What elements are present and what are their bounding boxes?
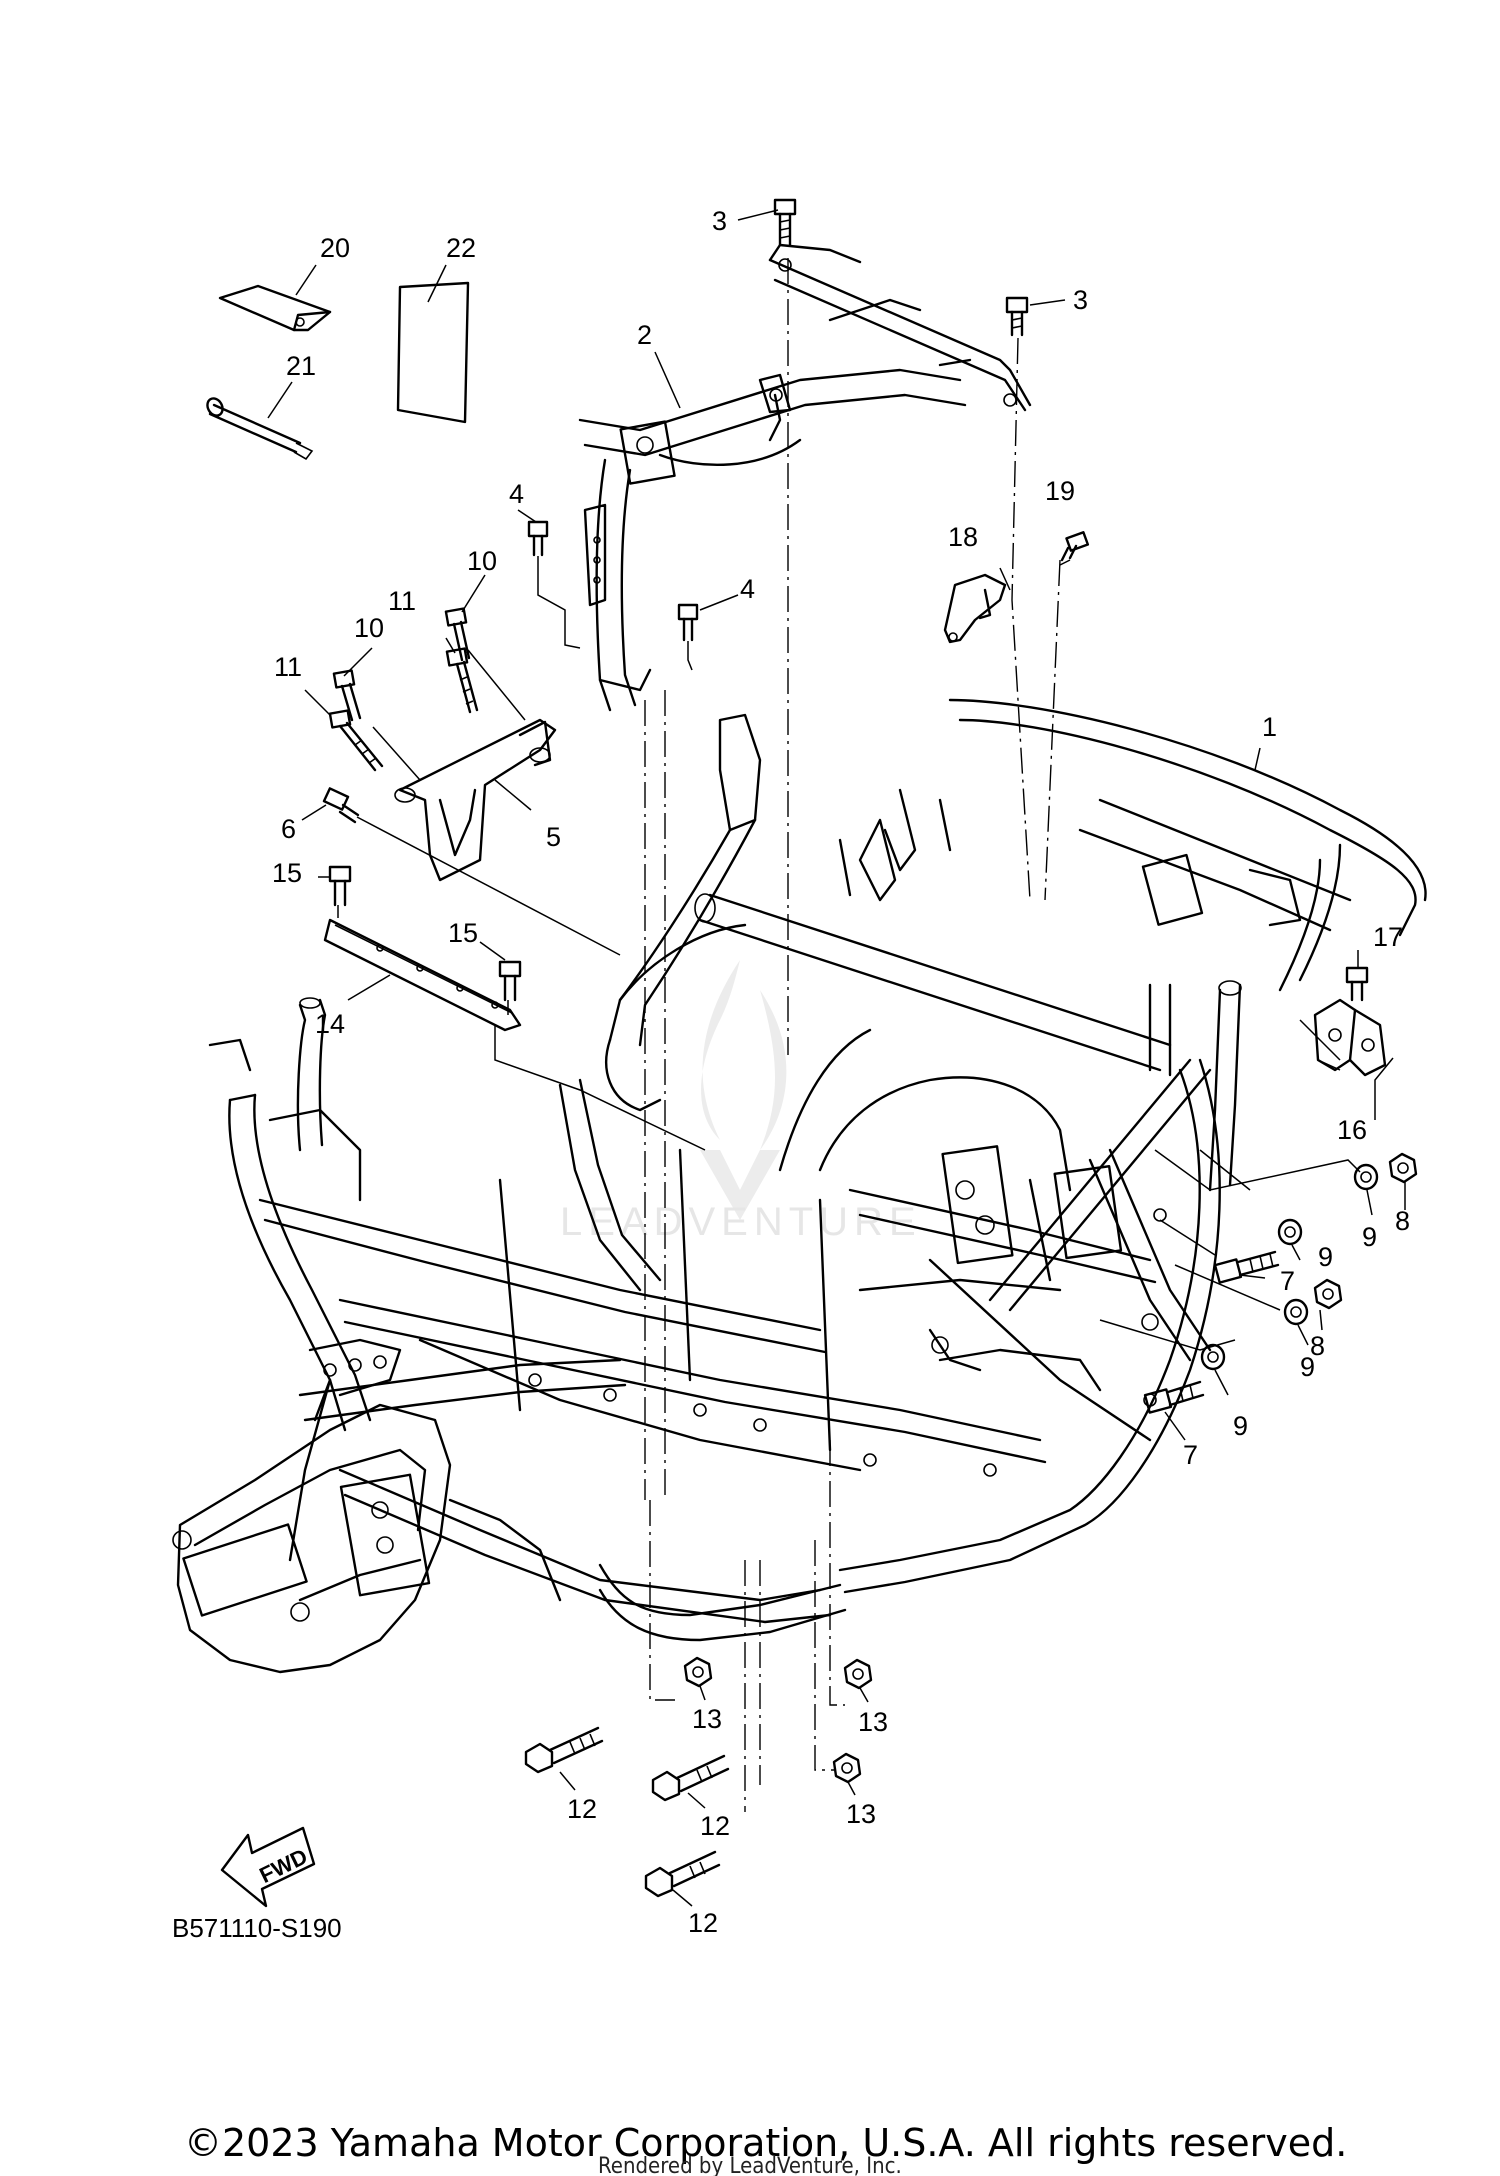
callout-13-c: 13	[846, 1799, 876, 1829]
callout-7-upper: 7	[1280, 1266, 1295, 1296]
brace-part-14[interactable]	[323, 918, 522, 1032]
bolt-part-10-left[interactable]	[332, 669, 362, 722]
callout-8-upper: 8	[1395, 1206, 1410, 1236]
callout-4-right: 4	[740, 574, 755, 604]
copyright-notice: ©2023 Yamaha Motor Corporation, U.S.A. A…	[184, 2121, 1347, 2165]
callout-1: 1	[1262, 712, 1277, 742]
bolt-part-12-b[interactable]	[651, 1754, 730, 1802]
bolt-part-11-left[interactable]	[328, 709, 384, 772]
nut-part-13-b[interactable]	[843, 1658, 873, 1690]
leader-lines	[267, 209, 1406, 1907]
callout-9-b: 9	[1318, 1242, 1333, 1272]
bolt-3-top[interactable]	[773, 198, 797, 247]
callout-11-right: 11	[388, 586, 416, 616]
bolt-part-6[interactable]	[322, 787, 360, 824]
bolt-3-right[interactable]	[1005, 296, 1029, 337]
washer-part-9-b[interactable]	[1277, 1218, 1303, 1246]
nut-part-13-a[interactable]	[683, 1656, 713, 1688]
bolt-part-10-right[interactable]	[444, 607, 471, 662]
bolt-part-17[interactable]	[1345, 966, 1369, 1002]
bolt-part-12-c[interactable]	[644, 1850, 721, 1898]
callout-labels: 1 2 3 3 4 4 5 6 7 7 8 8 9 9 9 9 10 10 11…	[272, 206, 1410, 1938]
callout-11-left: 11	[274, 652, 302, 682]
callout-10-right: 10	[467, 546, 497, 576]
bolt-4-left[interactable]	[527, 520, 549, 557]
callout-3-right: 3	[1073, 285, 1088, 315]
callout-9-a: 9	[1362, 1222, 1377, 1252]
bolt-part-15-left[interactable]	[328, 865, 352, 907]
roll-bar-part-2[interactable]	[578, 368, 967, 712]
main-frame-part-1[interactable]	[172, 698, 1427, 1674]
callout-17: 17	[1373, 922, 1403, 952]
bolt-part-7-upper[interactable]	[1213, 1250, 1280, 1284]
diagram-code: B571110-S190	[172, 1913, 342, 1943]
fwd-label: FWD	[255, 1844, 311, 1888]
callout-12-a: 12	[567, 1794, 597, 1824]
washer-part-9-d[interactable]	[1200, 1343, 1226, 1371]
callout-19: 19	[1045, 476, 1075, 506]
callout-9-c: 9	[1300, 1352, 1315, 1382]
bolt-part-7-lower[interactable]	[1143, 1380, 1205, 1414]
callout-6: 6	[281, 814, 296, 844]
callout-13-a: 13	[692, 1704, 722, 1734]
callout-8-lower: 8	[1310, 1331, 1325, 1361]
svg-text:LEADVENTURE: LEADVENTURE	[560, 1200, 922, 1244]
pin-part-21[interactable]	[204, 396, 314, 461]
callout-14: 14	[315, 1009, 345, 1039]
fwd-arrow-icon: FWD	[220, 1826, 316, 1908]
rear-stay-bracket[interactable]	[768, 243, 1032, 412]
bolt-part-15-right[interactable]	[498, 960, 522, 1002]
callout-18: 18	[948, 522, 978, 552]
nut-part-13-c[interactable]	[832, 1752, 862, 1784]
callout-10-left: 10	[354, 613, 384, 643]
callout-9-d: 9	[1233, 1411, 1248, 1441]
callout-12-c: 12	[688, 1908, 718, 1938]
callout-12-b: 12	[700, 1811, 730, 1841]
nut-part-8-lower[interactable]	[1313, 1278, 1343, 1310]
bolt-part-11-right[interactable]	[445, 647, 479, 714]
bolt-part-19[interactable]	[1060, 531, 1090, 562]
label-part-22[interactable]	[396, 281, 470, 424]
plate-part-20[interactable]	[218, 284, 332, 332]
washer-part-9-a[interactable]	[1353, 1163, 1379, 1191]
render-credit: Rendered by LeadVenture, Inc.	[598, 2154, 902, 2176]
callout-15-left: 15	[272, 858, 302, 888]
bracket-part-5[interactable]	[394, 718, 557, 882]
callout-2: 2	[637, 320, 652, 350]
callout-16: 16	[1337, 1115, 1367, 1145]
callout-22: 22	[446, 233, 476, 263]
callout-21: 21	[286, 351, 316, 381]
bracket-part-18[interactable]	[943, 573, 1007, 644]
callout-3-top: 3	[712, 206, 727, 236]
callout-5: 5	[546, 822, 561, 852]
callout-13-b: 13	[858, 1707, 888, 1737]
bolt-part-12-a[interactable]	[524, 1726, 604, 1774]
washer-part-9-c[interactable]	[1283, 1298, 1309, 1326]
bolt-4-right[interactable]	[677, 603, 699, 642]
callout-20: 20	[320, 233, 350, 263]
callout-7-lower: 7	[1183, 1440, 1198, 1470]
nut-part-8-upper[interactable]	[1388, 1152, 1418, 1184]
callout-15-right: 15	[448, 918, 478, 948]
callout-4-left: 4	[509, 479, 524, 509]
assembly-centerlines	[644, 258, 1061, 1812]
watermark: LEADVENTURE	[560, 960, 922, 1244]
